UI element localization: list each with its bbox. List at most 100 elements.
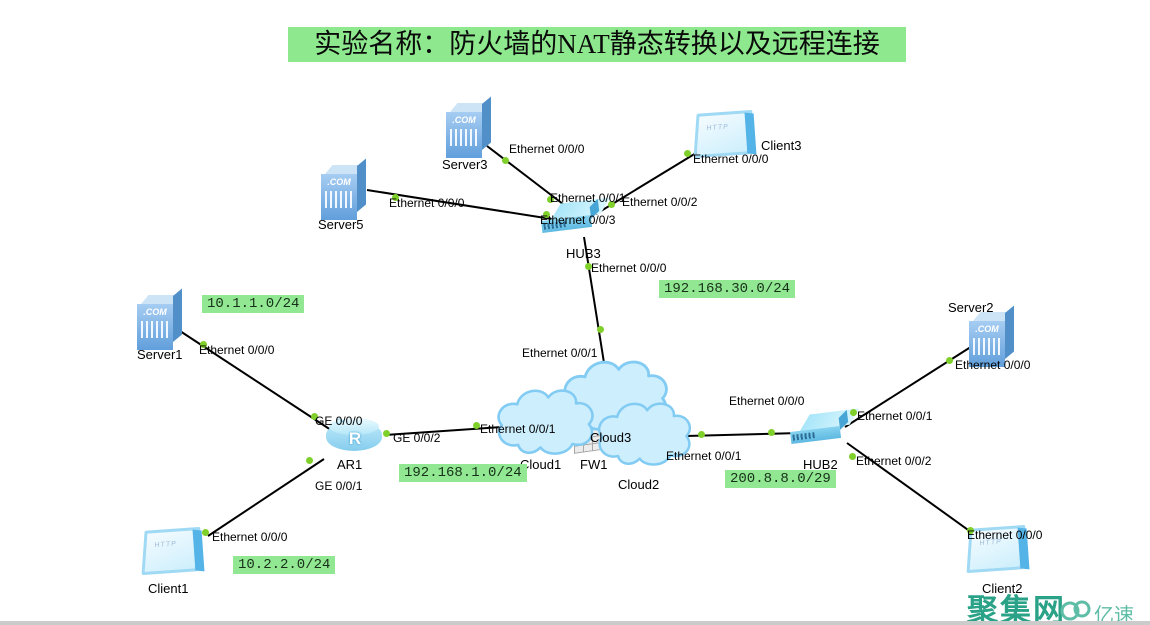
port-label-hub3-e1: Ethernet 0/0/1 bbox=[550, 191, 626, 205]
subnet-label-10-1-1-0[interactable]: 10.1.1.0/24 bbox=[202, 295, 305, 313]
port-dot bbox=[967, 527, 974, 534]
port-dot bbox=[392, 194, 399, 201]
client-icon: HTTP bbox=[693, 109, 753, 159]
device-name-server3: Server3 bbox=[442, 157, 488, 172]
server-com-badge: .COM bbox=[452, 115, 476, 125]
server-vents bbox=[450, 129, 478, 146]
port-dot bbox=[306, 457, 313, 464]
device-name-fw1: FW1 bbox=[580, 457, 608, 472]
port-dot bbox=[684, 150, 691, 157]
port-dot bbox=[585, 263, 592, 270]
server-icon-side bbox=[173, 288, 182, 342]
server-icon-side bbox=[482, 96, 491, 150]
port-label-hub3-e0: Ethernet 0/0/0 bbox=[591, 261, 667, 275]
server-vents bbox=[325, 191, 353, 208]
device-name-server5: Server5 bbox=[318, 217, 364, 232]
port-label-server1: Ethernet 0/0/0 bbox=[199, 343, 275, 357]
device-name-server1: Server1 bbox=[137, 347, 183, 362]
port-label-client1: Ethernet 0/0/0 bbox=[212, 530, 288, 544]
hub-icon bbox=[790, 425, 842, 444]
link-cloud2-hub2[interactable] bbox=[685, 432, 801, 437]
device-cloud2-cloud-icon[interactable] bbox=[593, 394, 693, 474]
device-cloud1-cloud-icon[interactable] bbox=[490, 381, 598, 463]
port-label-cloud1: Ethernet 0/0/1 bbox=[480, 422, 556, 436]
device-name-client2: Client2 bbox=[982, 581, 1023, 596]
link-client1-ar1[interactable] bbox=[207, 458, 325, 537]
device-server1[interactable]: .COM bbox=[137, 288, 183, 351]
port-label-hub3-e3: Ethernet 0/0/3 bbox=[540, 213, 616, 227]
port-dot bbox=[850, 409, 857, 416]
port-label-client2: Ethernet 0/0/0 bbox=[967, 528, 1043, 542]
port-label-ar1-ge1: GE 0/0/1 bbox=[315, 479, 363, 493]
port-dot bbox=[383, 430, 390, 437]
link-hub2-server2[interactable] bbox=[844, 342, 978, 428]
device-name-ar1: AR1 bbox=[337, 457, 363, 472]
device-server2[interactable]: .COM bbox=[969, 305, 1015, 368]
client-icon-side bbox=[744, 112, 757, 155]
router-arrow-icon: ⟳ bbox=[336, 417, 345, 428]
server-com-badge: .COM bbox=[975, 324, 999, 334]
device-name-cloud1: Cloud1 bbox=[520, 457, 562, 472]
port-label-client3: Ethernet 0/0/0 bbox=[693, 152, 769, 166]
port-dot bbox=[608, 201, 615, 208]
port-label-server2: Ethernet 0/0/0 bbox=[955, 358, 1031, 372]
server-vents bbox=[973, 338, 1001, 355]
port-label-hub2-e2: Ethernet 0/0/2 bbox=[856, 454, 932, 468]
horizontal-scrollbar[interactable] bbox=[0, 621, 1150, 625]
device-server5[interactable]: .COM bbox=[321, 158, 367, 221]
port-label-hub3-e2: Ethernet 0/0/2 bbox=[622, 195, 698, 209]
cloud-logo-icon bbox=[1060, 600, 1091, 621]
device-name-client3: Client3 bbox=[761, 138, 802, 153]
device-client3[interactable]: HTTP bbox=[693, 109, 759, 159]
device-client1[interactable]: HTTP bbox=[141, 526, 207, 576]
device-name-server2: Server2 bbox=[948, 300, 994, 315]
server-vents bbox=[141, 321, 169, 338]
port-dot bbox=[473, 422, 480, 429]
device-name-cloud3: Cloud3 bbox=[590, 430, 632, 445]
device-name-hub2: HUB2 bbox=[803, 457, 838, 472]
router-icon-top bbox=[329, 418, 379, 435]
link-ar1-cloud1[interactable] bbox=[384, 426, 503, 436]
port-label-ar1-ge2: GE 0/0/2 bbox=[393, 431, 441, 445]
link-server1-ar1[interactable] bbox=[179, 330, 335, 433]
subnet-label-192-168-30-0[interactable]: 192.168.30.0/24 bbox=[659, 280, 796, 298]
port-dot bbox=[698, 431, 705, 438]
watermark-partner: 亿速云 bbox=[1094, 605, 1134, 625]
port-dot bbox=[502, 157, 509, 164]
port-label-cloud2: Ethernet 0/0/1 bbox=[666, 449, 742, 463]
client-icon: HTTP bbox=[141, 526, 201, 576]
port-label-ar1-ge0: GE 0/0/0 bbox=[315, 414, 363, 428]
server-icon: .COM bbox=[446, 112, 482, 158]
server-icon: .COM bbox=[969, 321, 1005, 367]
server-icon-side bbox=[1005, 305, 1014, 359]
port-dot bbox=[849, 453, 856, 460]
server-icon: .COM bbox=[137, 304, 173, 350]
subnet-label-10-2-2-0[interactable]: 10.2.2.0/24 bbox=[233, 556, 336, 574]
subnet-label-192-168-1-0[interactable]: 192.168.1.0/24 bbox=[399, 464, 527, 482]
device-ar1[interactable]: ⟳ R bbox=[326, 414, 384, 456]
port-label-cloud3: Ethernet 0/0/1 bbox=[522, 346, 598, 360]
port-label-server3: Ethernet 0/0/0 bbox=[509, 142, 585, 156]
hub-ports bbox=[792, 432, 815, 441]
port-dot bbox=[202, 529, 209, 536]
experiment-title[interactable]: 实验名称：防火墙的NAT静态转换以及远程连接 bbox=[288, 27, 906, 62]
link-hub2-client2[interactable] bbox=[846, 442, 979, 538]
port-dot bbox=[311, 413, 318, 420]
server-com-badge: .COM bbox=[143, 307, 167, 317]
watermark-brand: 聚集网 bbox=[967, 593, 1066, 625]
subnet-label-200-8-8-0[interactable]: 200.8.8.0/29 bbox=[725, 470, 836, 488]
port-label-hub2-e1: Ethernet 0/0/1 bbox=[857, 409, 933, 423]
link-server5-hub3[interactable] bbox=[366, 189, 559, 221]
device-name-client1: Client1 bbox=[148, 581, 189, 596]
client-icon-side bbox=[192, 529, 205, 572]
port-dot bbox=[547, 196, 554, 203]
port-dot bbox=[543, 211, 550, 218]
port-dot bbox=[946, 357, 953, 364]
port-label-hub2-e0: Ethernet 0/0/0 bbox=[729, 394, 805, 408]
device-server3[interactable]: .COM bbox=[446, 96, 492, 159]
port-dot bbox=[200, 341, 207, 348]
server-icon: .COM bbox=[321, 174, 357, 220]
client-http-badge: HTTP bbox=[154, 540, 177, 550]
